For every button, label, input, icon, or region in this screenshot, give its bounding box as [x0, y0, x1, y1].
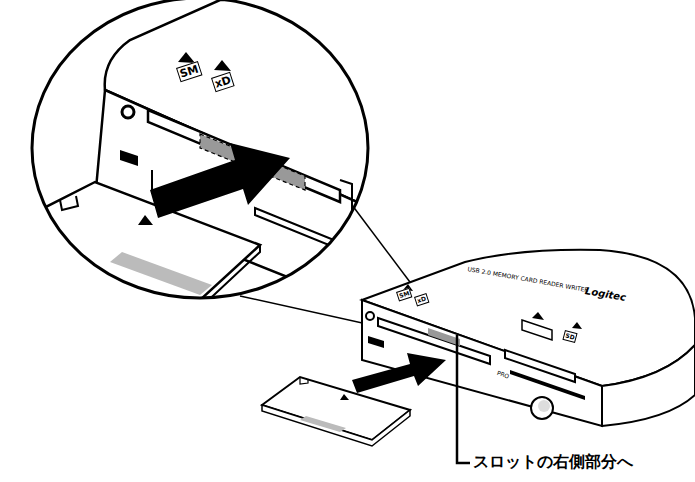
- card-triangle: [138, 215, 153, 225]
- zoom-lower-slot: [255, 208, 420, 282]
- card-label: [300, 416, 346, 432]
- sm-xd-slot: [378, 318, 490, 364]
- button-highlight: [538, 400, 550, 412]
- slot-highlight: [428, 328, 460, 346]
- led: [366, 312, 374, 320]
- icon-arrow: [572, 322, 582, 329]
- zoom-card: [30, 182, 260, 300]
- zoom-led: [122, 106, 134, 118]
- insert-arrow: [352, 353, 446, 393]
- icon-arrow: [532, 312, 544, 320]
- ms-slot: [510, 370, 585, 400]
- sd-slot: [505, 350, 575, 382]
- slot-mark: [340, 180, 352, 215]
- reader-side: [602, 345, 695, 426]
- card-notch: [300, 377, 308, 384]
- insert-arrow: [150, 143, 290, 218]
- card-notch: [60, 196, 78, 210]
- ms-icon: [522, 320, 552, 340]
- card-edge: [262, 405, 410, 446]
- card-label: [110, 252, 212, 295]
- card-triangle: [340, 394, 349, 400]
- icon-arrow: [214, 60, 231, 71]
- callout-text: スロットの右側部分へ: [473, 454, 633, 470]
- zoom-circle: [32, 0, 368, 298]
- slot-icon: [120, 150, 138, 166]
- leader-line: [457, 335, 470, 463]
- eject-button: [531, 397, 553, 419]
- slot-icon: [368, 336, 384, 348]
